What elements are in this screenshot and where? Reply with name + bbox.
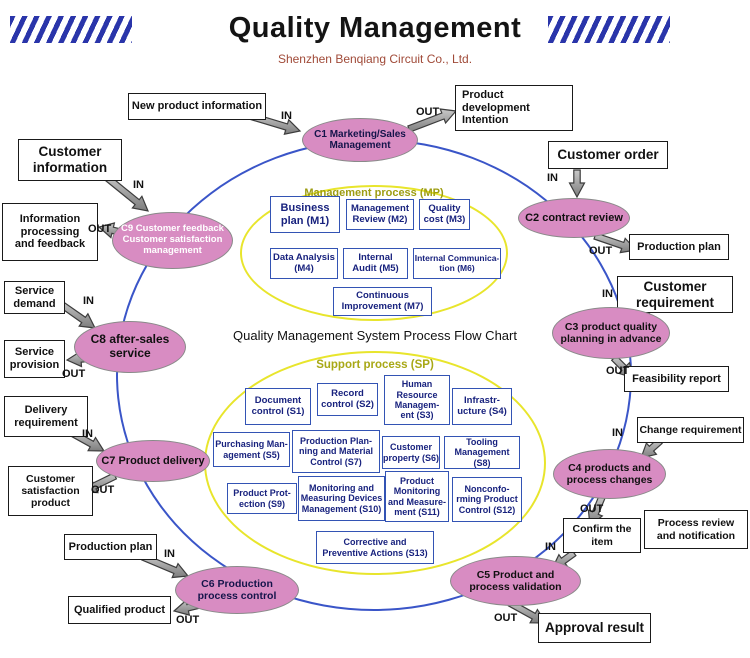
decor-slashes-left: [10, 16, 132, 43]
decor-slashes-right: [548, 16, 670, 43]
io-production-plan-right: Production plan: [629, 234, 729, 260]
node-c8-after-sales-service: C8 after-sales service: [74, 321, 186, 373]
node-c6-production-process-control: C6 Production process control: [175, 566, 299, 614]
chart-caption: Quality Management System Process Flow C…: [233, 328, 517, 343]
process-box-s2: Record control (S2): [317, 383, 378, 416]
process-box-s3: Human Resource Managem- ent (S3): [384, 375, 450, 425]
support-process-title: Support process (SP): [316, 359, 434, 371]
process-box-m4: Data Analysis (M4): [270, 248, 338, 279]
out-label-c3: OUT: [606, 365, 630, 377]
out-label-c1: OUT: [416, 106, 440, 118]
process-box-m1: Business plan (M1): [270, 196, 340, 233]
in-label-c6: IN: [164, 548, 175, 560]
io-customer-satisfaction-product: Customer satisfaction product: [8, 466, 93, 516]
process-box-m7: Continuous Improvement (M7): [333, 287, 432, 316]
process-box-s6: Customer property (S6): [382, 436, 440, 469]
node-c2-contract-review: C2 contract review: [518, 198, 630, 238]
process-box-s7: Production Plan- ning and Material Contr…: [292, 430, 380, 473]
out-label-c5: OUT: [494, 612, 518, 624]
node-c9-customer-feedback: C9 Customer feedback Customer satisfacti…: [112, 212, 233, 269]
in-label-c2: IN: [547, 172, 558, 184]
process-box-s1: Document control (S1): [245, 388, 311, 425]
io-delivery-requirement: Delivery requirement: [4, 396, 88, 437]
node-c4-products-process-changes: C4 products and process changes: [553, 449, 666, 499]
io-process-review-notification: Process review and notification: [644, 510, 748, 549]
out-label-c9: OUT: [88, 223, 112, 235]
in-label-c8: IN: [83, 295, 94, 307]
process-box-s12: Nonconfo- rming Product Control (S12): [452, 477, 522, 522]
process-box-m5: Internal Audit (M5): [343, 248, 408, 279]
io-product-development-intention: Product development Intention: [455, 85, 573, 131]
io-service-demand: Service demand: [4, 281, 65, 314]
flow-arrow: [407, 108, 458, 133]
in-label-c1: IN: [281, 110, 292, 122]
process-box-s11: Product Monitoring and Measure- ment (S1…: [385, 471, 449, 522]
io-confirm-the-item: Confirm the item: [563, 518, 641, 553]
page-title: Quality Management: [228, 12, 522, 44]
out-label-c8: OUT: [62, 368, 86, 380]
io-customer-order: Customer order: [548, 141, 668, 169]
out-label-c7: OUT: [91, 484, 115, 496]
company-subtitle: Shenzhen Benqiang Circuit Co., Ltd.: [277, 52, 473, 66]
in-label-c3: IN: [602, 288, 613, 300]
management-process-ellipse: [240, 185, 508, 321]
out-label-c4: OUT: [580, 503, 604, 515]
io-change-requirement: Change requirement: [637, 417, 744, 443]
process-box-s9: Product Prot- ection (S9): [227, 483, 297, 514]
process-box-m6: Internal Communica- tion (M6): [413, 248, 501, 279]
process-box-s8: Tooling Management (S8): [444, 436, 520, 469]
out-label-c2: OUT: [589, 245, 613, 257]
process-box-m3: Quality cost (M3): [419, 199, 470, 230]
io-customer-requirement: Customer requirement: [617, 276, 733, 313]
io-feasibility-report: Feasibility report: [624, 366, 729, 392]
process-box-s13: Corrective and Preventive Actions (S13): [316, 531, 434, 564]
in-label-c5: IN: [545, 541, 556, 553]
node-c3-product-quality-planning: C3 product quality planning in advance: [552, 307, 670, 359]
io-approval-result: Approval result: [538, 613, 651, 643]
io-information-processing-feedback: Information processing and feedback: [2, 203, 98, 261]
process-box-s5: Purchasing Man- agement (S5): [213, 432, 290, 467]
flow-arrow: [568, 169, 586, 199]
process-box-m2: Management Review (M2): [346, 199, 414, 230]
out-label-c6: OUT: [176, 614, 200, 626]
io-new-product-information: New product information: [128, 93, 266, 120]
in-label-c7: IN: [82, 428, 93, 440]
in-label-c4: IN: [612, 427, 623, 439]
io-service-provision: Service provision: [4, 340, 65, 378]
process-box-s4: Infrastr- ucture (S4): [452, 388, 512, 425]
io-qualified-product: Qualified product: [68, 596, 171, 624]
io-production-plan-left: Production plan: [64, 534, 157, 560]
node-c1-marketing-sales: C1 Marketing/Sales Management: [302, 118, 418, 162]
io-customer-information: Customer information: [18, 139, 122, 181]
in-label-c9: IN: [133, 179, 144, 191]
process-box-s10: Monitoring and Measuring Devices Managem…: [298, 476, 385, 521]
node-c7-product-delivery: C7 Product delivery: [96, 440, 210, 482]
node-c5-product-process-validation: C5 Product and process validation: [450, 556, 581, 606]
